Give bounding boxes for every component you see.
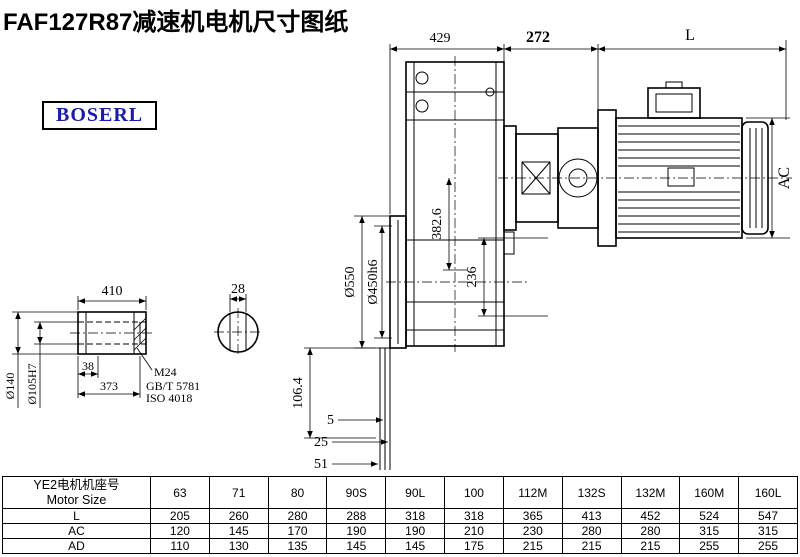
motor-drawing bbox=[503, 81, 769, 247]
motor-size-column-header: 160L bbox=[738, 476, 798, 509]
row-label: L bbox=[2, 508, 151, 524]
dimension-value-cell: 318 bbox=[385, 508, 446, 524]
gearbox-housing-drawing bbox=[378, 61, 515, 349]
motor-size-column-header: 112M bbox=[502, 476, 563, 509]
table-header-cn: YE2电机机座号 bbox=[33, 477, 120, 492]
dim-label-tap: M24 bbox=[154, 365, 177, 379]
dimension-value-cell: 288 bbox=[326, 508, 387, 524]
dimension-center-heights-group: 382.6 236 bbox=[430, 178, 548, 317]
dimension-value-cell: 135 bbox=[267, 538, 328, 554]
dimension-value-cell: 315 bbox=[679, 523, 740, 539]
dimension-value-cell: 260 bbox=[208, 508, 269, 524]
dimension-value-cell: 175 bbox=[444, 538, 504, 554]
technical-drawing: 429 272 L Ø550 Ø450h6 bbox=[3, 27, 793, 472]
dim-label-flange-spigot: Ø450h6 bbox=[366, 259, 381, 304]
dim-label-28: 28 bbox=[231, 282, 245, 297]
dimension-value-cell: 255 bbox=[738, 538, 798, 554]
dim-label-272: 272 bbox=[526, 29, 550, 46]
dimension-value-cell: 547 bbox=[738, 508, 798, 524]
dimension-bottom-group: 106.4 5 25 51 bbox=[291, 347, 388, 472]
dim-label-373: 373 bbox=[100, 379, 118, 393]
dimension-value-cell: 230 bbox=[502, 523, 563, 539]
motor-size-column-header: 71 bbox=[208, 476, 269, 509]
dimension-value-cell: 315 bbox=[738, 523, 798, 539]
dimension-value-cell: 120 bbox=[150, 523, 210, 539]
dimension-value-cell: 145 bbox=[326, 538, 387, 554]
dimension-value-cell: 255 bbox=[679, 538, 740, 554]
dimension-value-cell: 110 bbox=[150, 538, 210, 554]
dim-label-tap-std-iso: ISO 4018 bbox=[146, 391, 192, 405]
dimension-value-cell: 413 bbox=[561, 508, 622, 524]
dimension-value-cell: 145 bbox=[208, 523, 269, 539]
row-label: AC bbox=[2, 523, 151, 539]
motor-size-column-header: 160M bbox=[679, 476, 740, 509]
dimension-top-group: 429 272 L bbox=[389, 27, 787, 214]
keyway-section-drawing: 28 bbox=[214, 282, 262, 356]
dimension-value-cell: 210 bbox=[444, 523, 504, 539]
dimension-value-cell: 452 bbox=[620, 508, 681, 524]
dimension-value-cell: 130 bbox=[208, 538, 269, 554]
dimension-value-cell: 205 bbox=[150, 508, 210, 524]
motor-size-column-header: 90S bbox=[326, 476, 387, 509]
motor-size-column-header: 80 bbox=[267, 476, 328, 509]
dimension-value-cell: 280 bbox=[561, 523, 622, 539]
dimension-value-cell: 215 bbox=[561, 538, 622, 554]
dim-label-25: 25 bbox=[314, 435, 328, 450]
dim-label-bore: Ø105H7 bbox=[25, 363, 39, 404]
dimension-value-cell: 215 bbox=[620, 538, 681, 554]
brand-logo: BOSERL bbox=[42, 101, 158, 130]
dim-label-382-6: 382.6 bbox=[430, 208, 445, 240]
flange-face-lines bbox=[379, 348, 391, 470]
motor-size-column-header: 132S bbox=[561, 476, 622, 509]
dimension-value-cell: 190 bbox=[385, 523, 446, 539]
dimension-value-cell: 215 bbox=[502, 538, 563, 554]
shaft-detail-drawing: 410 38 373 Ø140 Ø105H7 M24 GB/T 5781 ISO… bbox=[3, 284, 200, 408]
dimension-value-cell: 190 bbox=[326, 523, 387, 539]
dimension-value-cell: 170 bbox=[267, 523, 328, 539]
table-corner-header: YE2电机机座号 Motor Size bbox=[2, 476, 151, 509]
dim-label-429: 429 bbox=[430, 31, 451, 46]
dim-label-tap-std-gb: GB/T 5781 bbox=[146, 379, 200, 393]
dimension-value-cell: 280 bbox=[267, 508, 328, 524]
dim-label-5: 5 bbox=[327, 413, 334, 428]
dim-label-51: 51 bbox=[314, 457, 328, 472]
dimension-flange-group: Ø550 Ø450h6 bbox=[343, 215, 392, 349]
motor-size-column-header: 132M bbox=[620, 476, 681, 509]
dimension-value-cell: 365 bbox=[502, 508, 563, 524]
dim-label-236: 236 bbox=[465, 267, 480, 288]
motor-size-column-header: 100 bbox=[444, 476, 504, 509]
dimension-value-cell: 145 bbox=[385, 538, 446, 554]
dimension-value-cell: 280 bbox=[620, 523, 681, 539]
dimension-motor-ac-group: AC bbox=[746, 117, 793, 239]
dim-label-flange-od: Ø550 bbox=[343, 266, 358, 297]
row-label: AD bbox=[2, 538, 151, 554]
page-title: FAF127R87减速机电机尺寸图纸 bbox=[3, 9, 349, 36]
dim-label-shaft-od: Ø140 bbox=[3, 373, 17, 400]
dim-label-38: 38 bbox=[82, 359, 94, 373]
dimension-value-cell: 524 bbox=[679, 508, 740, 524]
centerlines-group bbox=[386, 56, 792, 352]
table-header-en: Motor Size bbox=[46, 492, 107, 507]
dim-label-L: L bbox=[685, 27, 695, 44]
dim-label-106-4: 106.4 bbox=[291, 377, 306, 409]
motor-size-column-header: 90L bbox=[385, 476, 446, 509]
dimension-value-cell: 318 bbox=[444, 508, 504, 524]
motor-size-column-header: 63 bbox=[150, 476, 210, 509]
dim-label-410: 410 bbox=[102, 284, 123, 299]
dim-label-AC: AC bbox=[776, 167, 793, 189]
